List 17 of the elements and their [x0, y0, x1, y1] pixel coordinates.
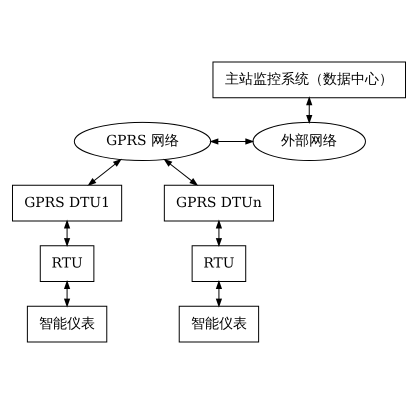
arrow — [163, 158, 198, 186]
arrow — [306, 96, 312, 124]
arrow — [216, 219, 222, 247]
node-box: 智能仪表 — [26, 305, 108, 342]
node-box: RTU — [40, 244, 94, 282]
arrow — [216, 280, 222, 308]
arrow — [64, 219, 70, 247]
node-box: 智能仪表 — [178, 305, 260, 342]
arrow — [87, 158, 122, 186]
node-ellipse: GPRS 网络 — [74, 121, 212, 160]
node-box: 主站监控系统（数据中心） — [212, 60, 406, 98]
arrow — [209, 138, 254, 144]
arrow — [64, 280, 70, 308]
node-ellipse: 外部网络 — [252, 121, 366, 160]
node-box: RTU — [192, 244, 246, 282]
node-box: GPRS DTUn — [164, 184, 274, 221]
node-box: GPRS DTU1 — [12, 184, 122, 221]
